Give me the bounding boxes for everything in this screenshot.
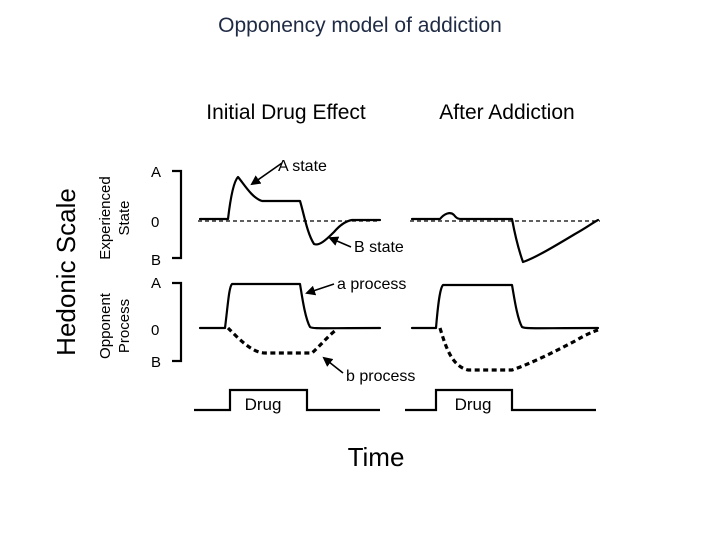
tick-bottom-zero: 0 (151, 322, 159, 339)
experienced-state-curve-initial (198, 175, 382, 246)
arrow-b-process (322, 356, 344, 374)
arrow-a-process (305, 283, 335, 296)
tick-top-b: B (151, 252, 161, 269)
header-initial-drug-effect: Initial Drug Effect (206, 101, 366, 124)
opponent-process-label-line2: Process (116, 299, 133, 353)
header-after-addiction: After Addiction (439, 101, 574, 124)
arrow-a-state (250, 162, 283, 186)
tick-bottom-b: B (151, 354, 161, 371)
top-axis-bracket (172, 169, 183, 260)
label-a-process: a process (337, 276, 406, 293)
label-a-state: A state (278, 158, 327, 175)
drug-bar-after (405, 388, 596, 412)
experienced-state-label-line2: State (116, 200, 133, 235)
bottom-axis-bracket (172, 281, 183, 363)
drug-label-after: Drug (455, 395, 492, 414)
a-process-curve-initial (198, 282, 382, 330)
label-b-process: b process (346, 368, 415, 385)
drug-label-initial: Drug (245, 395, 282, 414)
label-b-state: B state (354, 239, 404, 256)
opponent-process-label-line1: Opponent (97, 292, 114, 359)
time-axis-label: Time (348, 442, 405, 472)
tick-bottom-a: A (151, 275, 161, 292)
arrow-b-state (328, 236, 352, 248)
b-process-curve-initial (226, 326, 337, 355)
tick-top-zero: 0 (151, 214, 159, 231)
experienced-state-curve-after (410, 212, 600, 264)
tick-top-a: A (151, 164, 161, 181)
hedonic-scale-label: Hedonic Scale (51, 188, 81, 356)
a-process-curve-after (410, 283, 600, 330)
experienced-state-label-line1: Experienced (97, 176, 114, 259)
slide-title: Opponency model of addiction (218, 14, 502, 37)
b-process-curve-after (438, 327, 599, 372)
drug-bar-initial (194, 388, 380, 412)
